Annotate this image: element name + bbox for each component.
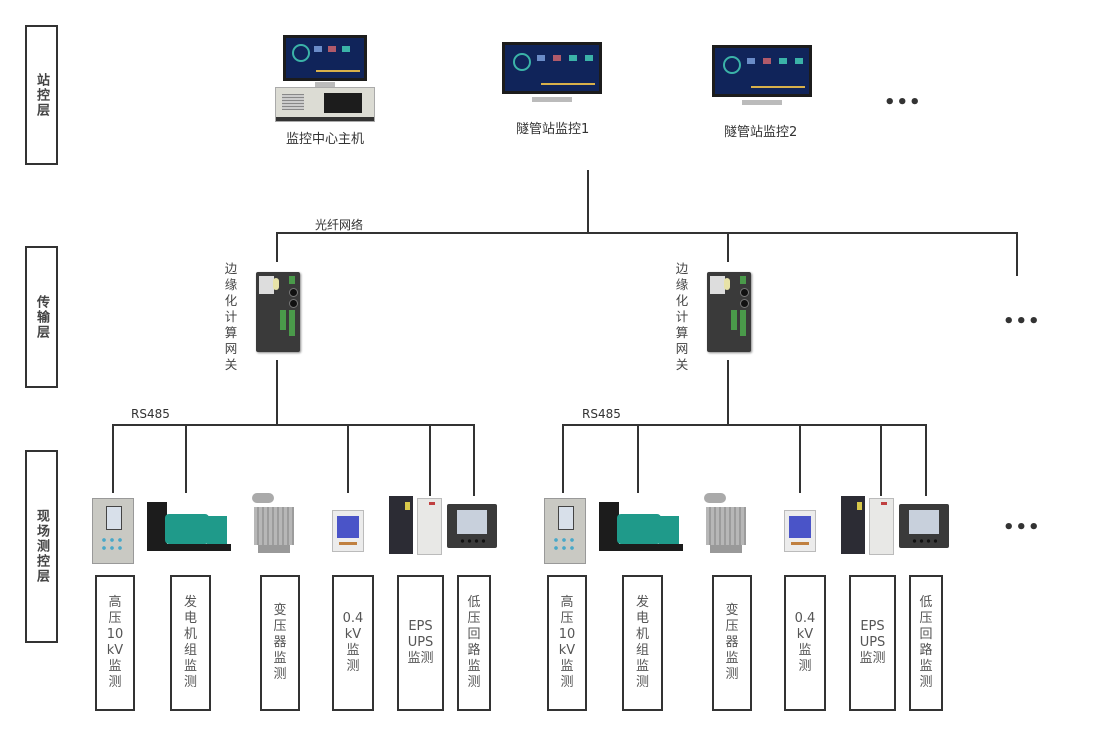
bus1-drop-eps	[429, 424, 431, 496]
edge-gateway-1-image	[256, 272, 300, 352]
bus1-drop-lv04	[347, 424, 349, 493]
device-label: 低压回路监测	[467, 595, 481, 690]
layer-transport: 传输层	[25, 246, 58, 388]
gateway-2-rs485-drop	[727, 360, 729, 426]
edge-gateway-2-image	[707, 272, 751, 352]
layer-field-label: 现场测控层	[34, 509, 49, 584]
device-label: 变压器监测	[725, 603, 739, 682]
gateway-1-label: 边缘化计算网关	[224, 261, 238, 372]
transformer-image	[702, 493, 752, 555]
gateway-1-rs485-drop	[276, 360, 278, 426]
bus2-drop-eps	[880, 424, 882, 496]
generator-set-image	[147, 498, 231, 554]
tunnel-station-monitor-1-image	[498, 42, 606, 106]
device-label-box: 低压回路监测	[457, 575, 491, 711]
fiber-drop-more	[1016, 232, 1018, 276]
fiber-network-bus	[276, 232, 1018, 234]
tunnel-station-monitor-1-label: 隧管站监控1	[516, 122, 590, 137]
eps-ups-cabinet-image	[389, 496, 442, 555]
field-more-ellipsis: •••	[1003, 517, 1041, 538]
device-label-box: 发电机组监测	[170, 575, 211, 711]
fiber-drop-gateway-1	[276, 232, 278, 262]
layer-field: 现场测控层	[25, 450, 58, 643]
device-label-box: 变压器监测	[260, 575, 300, 711]
rs485-label-1: RS485	[131, 407, 170, 421]
eps-ups-cabinet-image	[841, 496, 894, 555]
fiber-uplink-line	[587, 170, 589, 234]
rs485-bus-2	[562, 424, 927, 426]
monitoring-center-host-image	[275, 35, 375, 125]
monitor-screen	[283, 35, 367, 81]
generator-set-image	[599, 498, 683, 554]
monitoring-center-host-label: 监控中心主机	[286, 132, 365, 147]
transformer-image	[250, 493, 300, 555]
lv-circuit-meter-image	[447, 504, 497, 548]
hv-protection-relay-image	[544, 498, 586, 564]
device-label: 发电机组监测	[183, 595, 197, 690]
rs485-label-2: RS485	[582, 407, 621, 421]
bus2-drop-lv04	[799, 424, 801, 493]
layer-transport-label: 传输层	[34, 294, 49, 340]
bus2-drop-lvloop	[925, 424, 927, 496]
bus1-drop-hv	[112, 424, 114, 493]
bus2-drop-hv	[562, 424, 564, 493]
station-more-ellipsis: •••	[884, 92, 922, 113]
hv-protection-relay-image	[92, 498, 134, 564]
device-label-box: 发电机组监测	[622, 575, 663, 711]
device-label: 发电机组监测	[635, 595, 649, 690]
bus1-drop-lvloop	[473, 424, 475, 496]
lv-meter-0.4kv-image	[784, 510, 816, 552]
tunnel-station-monitor-2-image	[708, 45, 816, 109]
lv-circuit-meter-image	[899, 504, 949, 548]
rs485-bus-1	[112, 424, 475, 426]
industrial-pc-chassis	[275, 87, 375, 122]
layer-station: 站控层	[25, 25, 58, 165]
bus2-drop-gen	[637, 424, 639, 493]
device-label-box: 变压器监测	[712, 575, 752, 711]
fiber-drop-gateway-2	[727, 232, 729, 262]
bus1-drop-gen	[185, 424, 187, 493]
layer-station-label: 站控层	[34, 72, 49, 118]
device-label: 低压回路监测	[919, 595, 933, 690]
tunnel-station-monitor-2-label: 隧管站监控2	[724, 125, 798, 140]
device-label-box: 低压回路监测	[909, 575, 943, 711]
device-label: 变压器监测	[273, 603, 287, 682]
lv-meter-0.4kv-image	[332, 510, 364, 552]
fiber-network-label: 光纤网络	[315, 218, 364, 232]
gateway-2-label: 边缘化计算网关	[675, 261, 689, 372]
transport-more-ellipsis: •••	[1003, 311, 1041, 332]
